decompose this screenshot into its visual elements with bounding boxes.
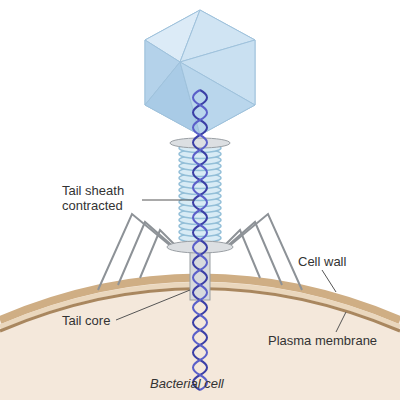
tail-sheath xyxy=(179,144,221,243)
base-plate xyxy=(167,241,233,253)
dna-helix xyxy=(193,90,207,390)
part-label: Plasma membrane xyxy=(268,333,398,348)
phage-head xyxy=(145,10,255,135)
cell-label: Bacterial cell xyxy=(150,376,270,391)
part-label: Cell wall xyxy=(298,254,388,269)
part-label: Tail core xyxy=(62,313,142,328)
collar xyxy=(170,138,230,148)
part-label: Tail sheath contracted xyxy=(62,183,144,213)
